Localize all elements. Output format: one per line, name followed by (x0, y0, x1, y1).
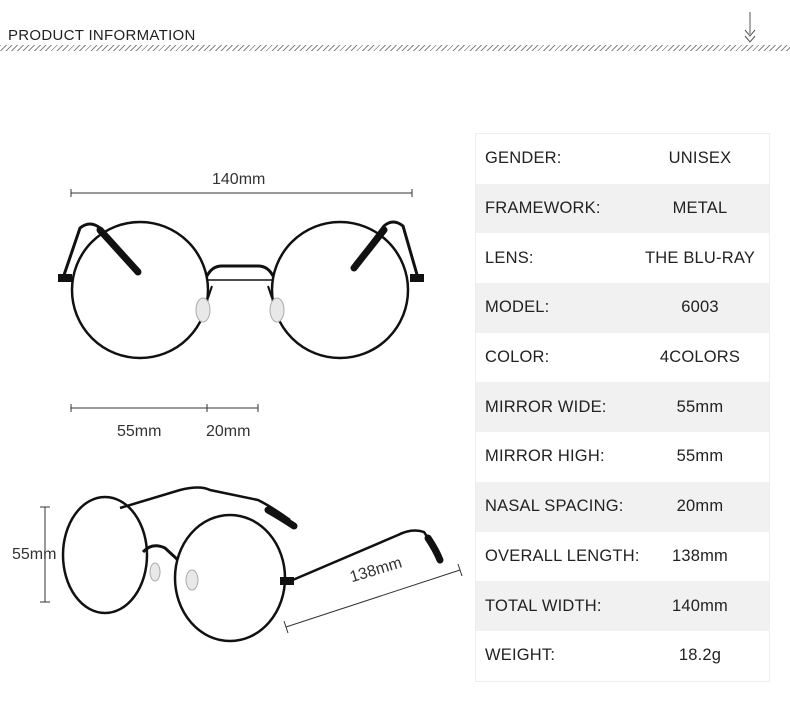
spec-value: UNISEX (668, 149, 732, 168)
spec-row: MIRROR WIDE: 55mm (476, 382, 769, 433)
spec-label: OVERALL LENGTH: (485, 546, 640, 565)
section-divider (0, 45, 790, 51)
spec-label: MIRROR HIGH: (485, 447, 605, 466)
spec-label: NASAL SPACING: (485, 497, 624, 516)
spec-value: METAL (672, 199, 728, 218)
spec-row: COLOR: 4COLORS (476, 333, 769, 383)
spec-row: FRAMEWORK: METAL (476, 183, 769, 234)
section-title: PRODUCT INFORMATION (8, 27, 196, 44)
lens-height-label: 55mm (12, 546, 57, 563)
spec-value: 6003 (681, 298, 719, 317)
spec-value: 55mm (676, 397, 724, 416)
spec-label: MIRROR WIDE: (485, 397, 607, 416)
scroll-down-icon (744, 12, 756, 43)
total-width-label: 140mm (212, 171, 266, 188)
spec-label: FRAMEWORK: (485, 199, 601, 218)
spec-row: MODEL: 6003 (476, 283, 769, 333)
spec-row: MIRROR HIGH: 55mm (476, 432, 769, 482)
spec-label: LENS: (485, 248, 534, 267)
spec-label: TOTAL WIDTH: (485, 596, 602, 615)
spec-row: OVERALL LENGTH: 138mm (476, 532, 769, 582)
spec-value: 55mm (676, 447, 724, 466)
total-width-dimension-line (70, 189, 413, 197)
spec-value: THE BLU-RAY (644, 248, 756, 267)
spec-table: GENDER: UNISEX FRAMEWORK: METAL LENS: TH… (475, 133, 770, 682)
spec-label: GENDER: (485, 149, 562, 168)
spec-value: 138mm (671, 546, 729, 565)
temple-length-dimension-line (283, 563, 463, 634)
spec-label: WEIGHT: (485, 646, 556, 665)
lens-height-dimension-line (40, 506, 50, 603)
spec-value: 140mm (671, 596, 729, 615)
spec-value: 4COLORS (659, 348, 741, 367)
spec-row: LENS: THE BLU-RAY (476, 233, 769, 283)
spec-row: TOTAL WIDTH: 140mm (476, 581, 769, 631)
spec-row: GENDER: UNISEX (476, 134, 769, 184)
lens-width-label: 55mm (117, 423, 162, 440)
spec-value: 18.2g (678, 646, 722, 665)
front-view-glasses-image (40, 189, 463, 643)
lens-bridge-dimension-line (70, 404, 259, 412)
spec-label: COLOR: (485, 348, 550, 367)
bridge-width-label: 20mm (206, 423, 251, 440)
spec-row: NASAL SPACING: 20mm (476, 481, 769, 532)
spec-value: 20mm (676, 497, 724, 516)
glasses-dimension-figure: 140mm 55mm 20mm 55mm 138mm (0, 60, 470, 720)
spec-label: MODEL: (485, 298, 550, 317)
spec-row: WEIGHT: 18.2g (476, 631, 769, 681)
